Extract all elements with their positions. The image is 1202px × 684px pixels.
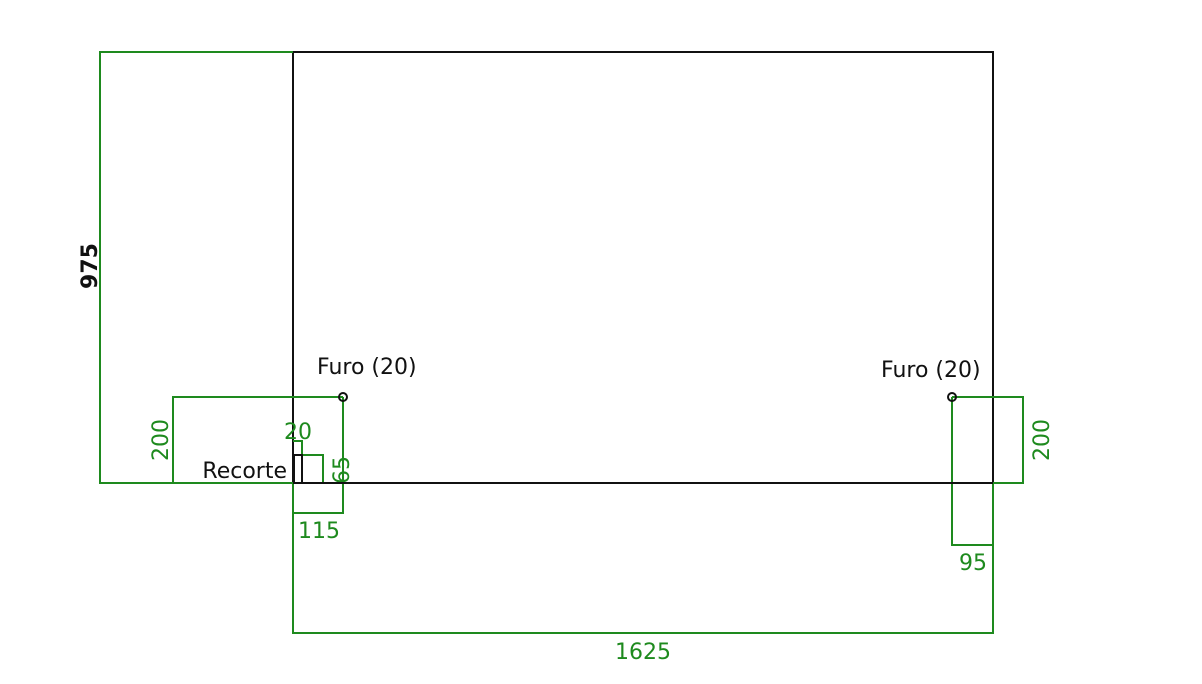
- overall-height-dimension-line: [99, 51, 293, 484]
- right-hole-height-label: 200: [1030, 419, 1055, 461]
- overall-width-label: 1625: [615, 640, 671, 665]
- left-hole: [338, 392, 348, 402]
- right-hole: [947, 392, 957, 402]
- cutout-outline: [293, 454, 303, 484]
- panel-outline: [292, 51, 994, 484]
- overall-width-dimension-line: [292, 483, 994, 634]
- left-hole-label: Furo (20): [317, 355, 417, 380]
- left-hole-height-label: 200: [149, 419, 174, 461]
- cutout-height-dimension-line: [302, 454, 324, 483]
- cutout-label: Recorte: [202, 459, 287, 484]
- right-hole-height-dimension-line: [952, 396, 1024, 484]
- right-hole-offset-label: 95: [959, 551, 987, 576]
- cutout-height-label: 65: [330, 456, 355, 484]
- overall-height-label: 975: [78, 243, 103, 289]
- right-hole-offset-dimension-line: [951, 397, 994, 546]
- cutout-width-label: 20: [284, 420, 312, 445]
- left-hole-height-dimension-line: [172, 396, 343, 483]
- right-hole-label: Furo (20): [881, 358, 981, 383]
- left-hole-offset-label: 115: [298, 519, 340, 544]
